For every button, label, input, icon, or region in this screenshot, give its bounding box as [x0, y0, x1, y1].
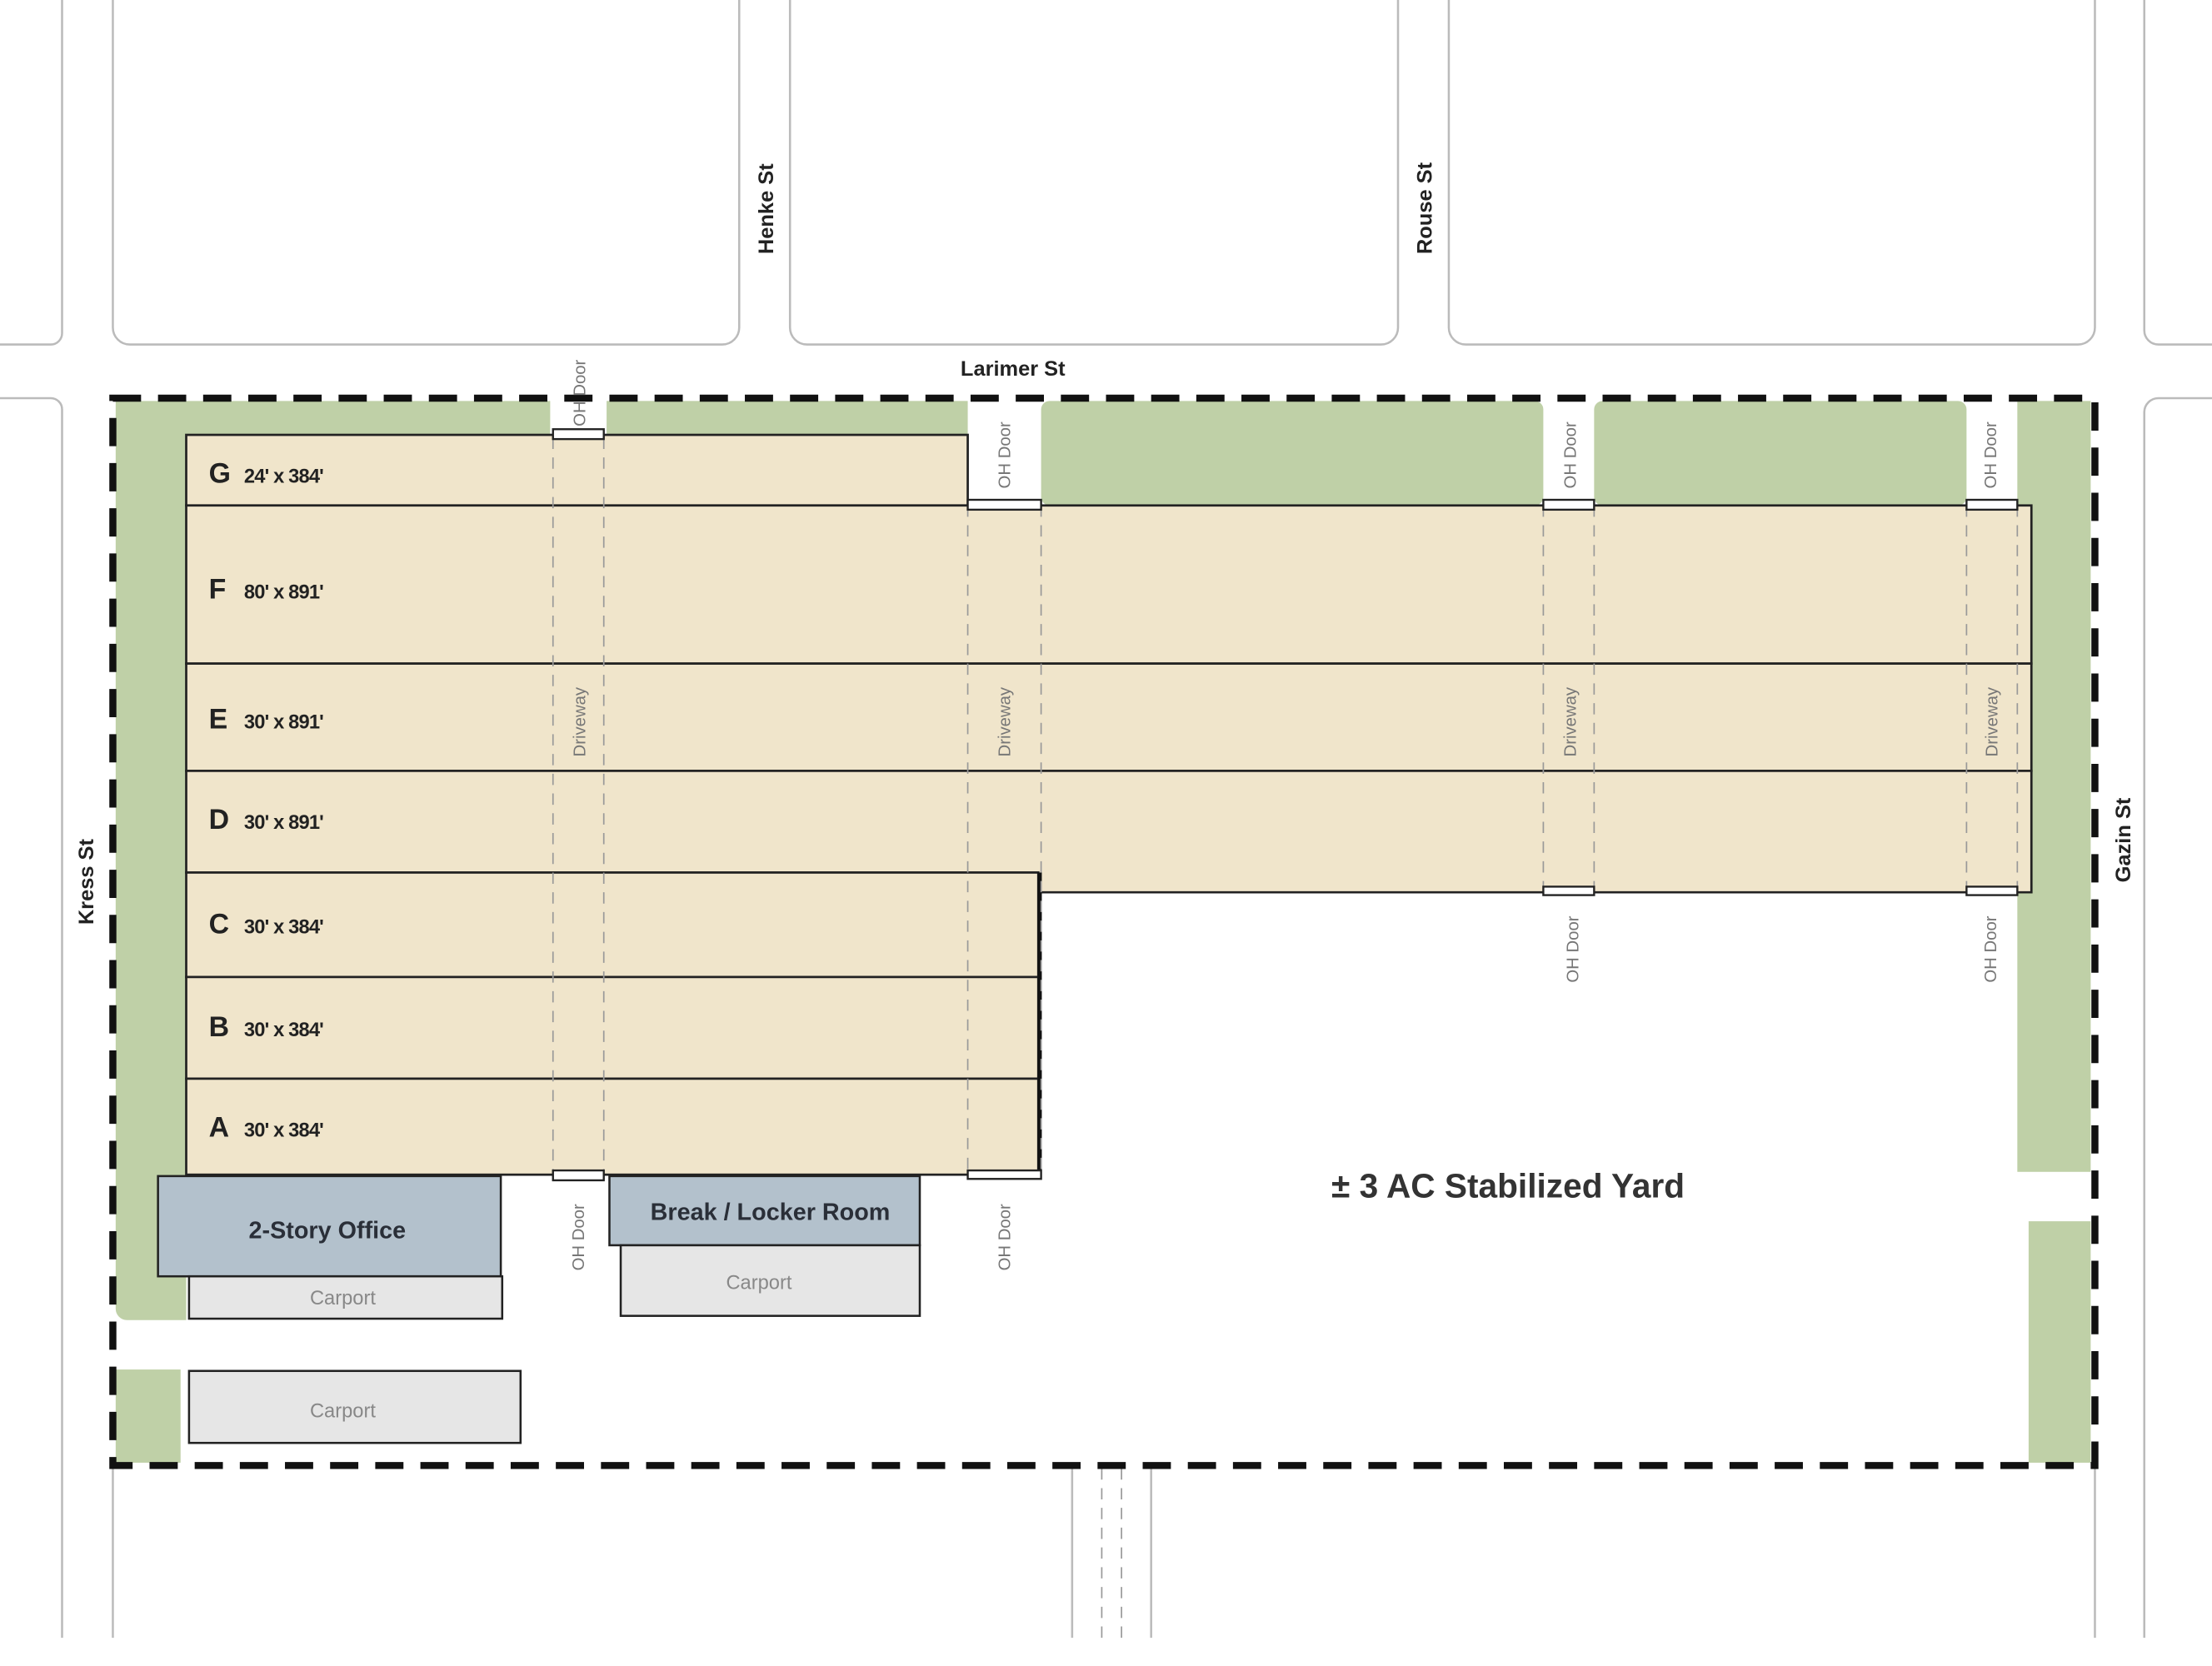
building-dims: 30' x 384' — [244, 916, 323, 938]
oh-doors — [552, 428, 2019, 1182]
street-label-larimer: Larimer St — [961, 357, 1066, 381]
building-g — [185, 433, 969, 507]
building-f — [185, 504, 2033, 665]
driveway-labels: Driveway Driveway Driveway Driveway — [572, 686, 2002, 756]
building-a — [185, 1077, 1040, 1176]
oh-door-label: OH Door — [1561, 421, 1580, 488]
building-b — [185, 975, 1040, 1080]
oh-door-label: OH Door — [1982, 421, 2000, 488]
oh-door-label: OH Door — [572, 359, 590, 426]
yard-label: ± 3 AC Stabilized Yard — [1331, 1166, 1685, 1205]
driveway-label: Driveway — [1984, 686, 2002, 756]
office-label: 2-Story Office — [249, 1217, 407, 1244]
buildings — [185, 433, 2033, 1176]
building-letter: F — [209, 574, 227, 606]
building-dims: 30' x 384' — [244, 1120, 323, 1141]
driveway-label: Driveway — [1561, 686, 1580, 756]
oh-door-labels: OH Door OH Door OH Door OH Door OH Door … — [570, 359, 2000, 1270]
break-room-label: Break / Locker Room — [651, 1199, 891, 1225]
building-c — [185, 871, 1040, 979]
office-building — [157, 1175, 502, 1278]
building-dims: 24' x 384' — [244, 466, 323, 488]
street-label-gazin: Gazin St — [2112, 797, 2135, 882]
building-letter: D — [209, 804, 229, 835]
driveways — [552, 437, 2019, 1175]
street-label-henke: Henke St — [755, 163, 778, 254]
building-letter: E — [209, 704, 228, 736]
driveway-label: Driveway — [996, 686, 1014, 756]
carport-office — [187, 1274, 504, 1320]
carport-label: Carport — [726, 1272, 791, 1294]
break-room-building — [608, 1175, 921, 1247]
building-e — [185, 662, 2033, 772]
oh-door-label: OH Door — [996, 421, 1014, 488]
carport-label: Carport — [310, 1288, 376, 1309]
building-labels: G 24' x 384' F 80' x 891' E 30' x 891' D… — [209, 458, 324, 1144]
building-dims: 30' x 384' — [244, 1020, 323, 1041]
building-dims: 30' x 891' — [244, 712, 323, 734]
oh-door-label: OH Door — [570, 1204, 588, 1270]
property-boundary — [109, 394, 2099, 1469]
building-letter: A — [209, 1111, 229, 1143]
carport-label: Carport — [310, 1401, 376, 1423]
building-dims: 80' x 891' — [244, 582, 323, 604]
oh-door-label: OH Door — [1982, 915, 2000, 982]
building-letter: B — [209, 1011, 229, 1043]
carport-south — [187, 1369, 522, 1444]
oh-door-label: OH Door — [1565, 915, 1583, 982]
driveway-label: Driveway — [572, 686, 590, 756]
street-label-rouse: Rouse St — [1414, 162, 1437, 254]
building-dims: 30' x 891' — [244, 812, 323, 834]
building-letter: C — [209, 908, 229, 940]
oh-door-label: OH Door — [996, 1204, 1014, 1270]
building-letter: G — [209, 458, 231, 490]
street-label-kress: Kress St — [75, 838, 98, 925]
carport-break — [619, 1244, 921, 1317]
